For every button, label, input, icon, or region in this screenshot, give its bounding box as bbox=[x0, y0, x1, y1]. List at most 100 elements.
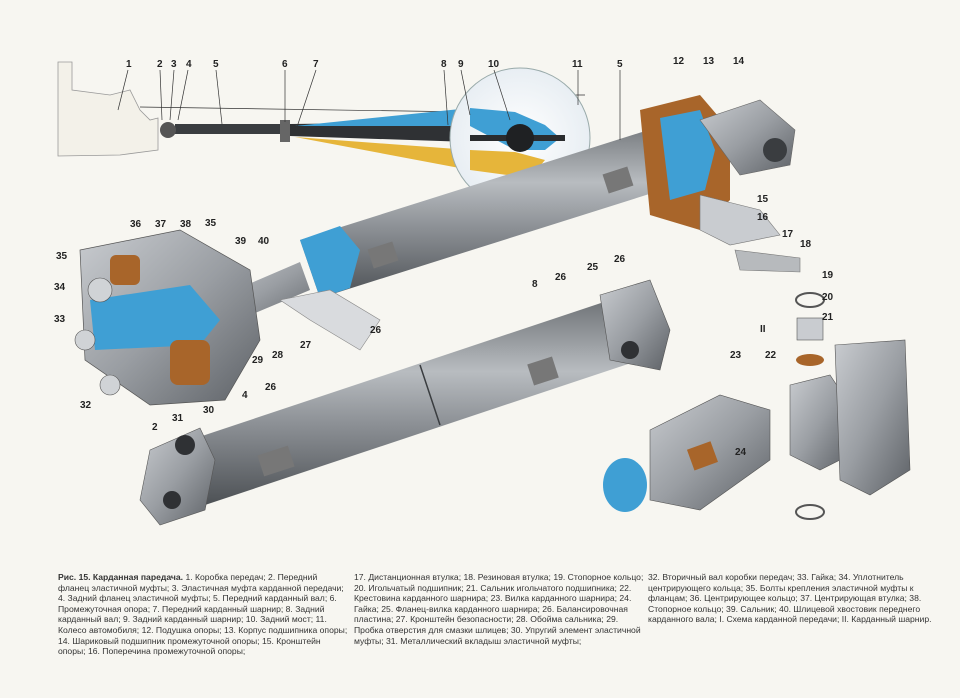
caption-column-3: 32. Вторичный вал коробки передач; 33. Г… bbox=[648, 572, 938, 625]
ring-19 bbox=[795, 292, 825, 308]
caption-column-1: Рис. 15. Карданная паредача. 1. Коробка … bbox=[58, 572, 348, 657]
callout-12: 12 bbox=[673, 56, 685, 67]
front-shaft-schematic bbox=[175, 124, 285, 134]
caption-column-2: 17. Дистанционная втулка; 18. Резиновая … bbox=[354, 572, 644, 646]
crossmember bbox=[734, 249, 801, 273]
callout-30: 30 bbox=[203, 405, 215, 416]
callout-37: 37 bbox=[155, 219, 167, 230]
callout-21: 21 bbox=[822, 312, 834, 323]
callout-35b: 35 bbox=[205, 218, 217, 229]
rear-shaft-seam bbox=[419, 364, 441, 426]
lens-hub bbox=[506, 124, 534, 152]
gearbox-silhouette bbox=[57, 61, 159, 157]
front-shaft-cutaway bbox=[300, 226, 360, 298]
rear-flange-yoke-2 bbox=[599, 279, 671, 371]
caption-text-2: 17. Дистанционная втулка; 18. Резиновая … bbox=[354, 572, 644, 646]
callout-18: 18 bbox=[800, 239, 812, 250]
callout-14: 14 bbox=[733, 56, 745, 67]
coupling-bolt bbox=[87, 277, 113, 303]
yoke-blue-end bbox=[603, 458, 647, 512]
front-shaft-assembly bbox=[200, 95, 801, 351]
callout-7: 7 bbox=[313, 59, 319, 70]
callout-32: 32 bbox=[80, 400, 92, 411]
caption-text-3: 32. Вторичный вал коробки передач; 33. Г… bbox=[648, 572, 932, 625]
flange-yoke-25 bbox=[834, 339, 911, 496]
needle-bearing-20 bbox=[796, 317, 824, 341]
nut-24 bbox=[686, 441, 718, 471]
callout-17: 17 bbox=[782, 229, 794, 240]
ring-bottom bbox=[795, 504, 825, 520]
balance-plate-front bbox=[367, 241, 399, 269]
safety-bracket bbox=[279, 289, 381, 351]
rear-shaft-tube bbox=[175, 300, 640, 505]
callout-11: 11 bbox=[572, 59, 583, 70]
blue-wedge bbox=[295, 108, 470, 126]
rear-shaft-schematic bbox=[290, 122, 470, 142]
callout-20: 20 bbox=[822, 292, 834, 303]
elastic-element bbox=[170, 340, 210, 385]
callout-28: 28 bbox=[272, 350, 284, 361]
callout-40: 40 bbox=[258, 236, 270, 247]
bearing-housing bbox=[660, 110, 715, 200]
rear-shaft-assembly bbox=[139, 279, 671, 526]
coupling-yellow-ring bbox=[110, 255, 140, 285]
balance-plate bbox=[602, 166, 634, 194]
callout-36: 36 bbox=[130, 219, 142, 230]
callout-24: 24 bbox=[735, 447, 747, 458]
elastic-coupling-schematic bbox=[160, 122, 176, 138]
callout-6: 6 bbox=[282, 59, 288, 70]
callout-19: 19 bbox=[822, 270, 834, 281]
callout-1: 1 bbox=[126, 59, 132, 70]
callout-31: 31 bbox=[172, 413, 184, 424]
callout-26b: 26 bbox=[555, 272, 567, 283]
callout-8b: 8 bbox=[532, 279, 538, 290]
callout-25: 25 bbox=[587, 262, 599, 273]
callout-8: 8 bbox=[441, 59, 447, 70]
callout-39: 39 bbox=[235, 236, 247, 247]
front-shaft-tube bbox=[300, 120, 700, 298]
callout-26c: 26 bbox=[370, 325, 382, 336]
callout-34: 34 bbox=[54, 282, 66, 293]
callout-2: 2 bbox=[157, 59, 163, 70]
callout-4: 4 bbox=[186, 59, 192, 70]
seal-21 bbox=[796, 354, 824, 366]
yellow-wedge bbox=[295, 137, 470, 170]
rear-flange-eye bbox=[621, 341, 639, 359]
callout-roman-2: II bbox=[760, 324, 766, 335]
rear-yoke-eye-2 bbox=[163, 491, 181, 509]
callout-16: 16 bbox=[757, 212, 769, 223]
balance-plate-rear-1 bbox=[527, 356, 559, 386]
callout-29: 29 bbox=[252, 355, 264, 366]
callout-26d: 26 bbox=[265, 382, 277, 393]
figure-caption: Рис. 15. Карданная паредача. 1. Коробка … bbox=[58, 572, 932, 672]
intermediate-support-schematic bbox=[280, 120, 290, 142]
coupling-bolt-3 bbox=[99, 374, 121, 396]
callout-26a: 26 bbox=[614, 254, 626, 265]
callout-labels: 1 2 3 4 5 6 7 8 9 10 11 5 12 13 14 15 16… bbox=[54, 56, 834, 458]
callout-4b: 4 bbox=[242, 390, 248, 401]
callout-2b: 2 bbox=[152, 422, 158, 433]
callout-35a: 35 bbox=[56, 251, 68, 262]
coupling-blue-cut bbox=[90, 285, 220, 350]
universal-joint-detail bbox=[603, 292, 911, 520]
callout-33: 33 bbox=[54, 314, 66, 325]
caption-text-1: 1. Коробка передач; 2. Передний фланец э… bbox=[58, 572, 348, 657]
yoke-eye bbox=[763, 138, 787, 162]
rear-front-yoke bbox=[139, 427, 216, 526]
callout-23: 23 bbox=[730, 350, 742, 361]
callout-5b: 5 bbox=[617, 59, 623, 70]
callout-15: 15 bbox=[757, 194, 769, 205]
elastic-coupling bbox=[74, 229, 261, 406]
balance-plate-rear-2 bbox=[257, 445, 295, 477]
callout-10: 10 bbox=[488, 59, 500, 70]
callout-27: 27 bbox=[300, 340, 312, 351]
coupling-bolt-2 bbox=[74, 329, 96, 351]
callout-13: 13 bbox=[703, 56, 715, 67]
callout-22: 22 bbox=[765, 350, 777, 361]
callout-9: 9 bbox=[458, 59, 464, 70]
driveline-schematic bbox=[57, 61, 591, 209]
callout-3: 3 bbox=[171, 59, 177, 70]
rear-yoke-eye-1 bbox=[175, 435, 195, 455]
callout-38: 38 bbox=[180, 219, 192, 230]
